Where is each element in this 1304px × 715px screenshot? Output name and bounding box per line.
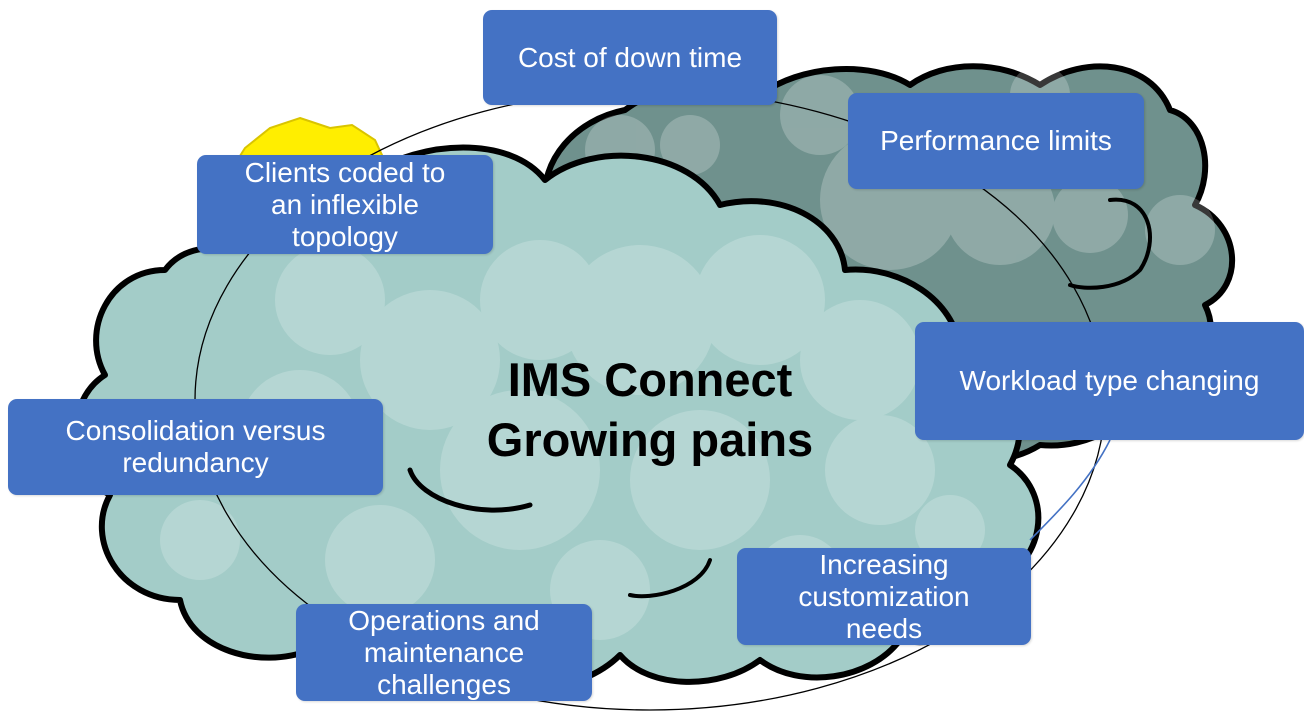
node-performance-limits: Performance limits [848, 93, 1144, 189]
node-operations-maintenance: Operations and maintenance challenges [296, 604, 592, 701]
node-consolidation-versus-redundancy: Consolidation versus redundancy [8, 399, 383, 495]
node-cost-of-down-time: Cost of down time [483, 10, 777, 105]
diagram-title: IMS Connect Growing pains [486, 353, 814, 466]
node-increasing-customization: Increasing customization needs [737, 548, 1031, 645]
node-workload-type-changing: Workload type changing [915, 322, 1304, 440]
node-clients-coded: Clients coded to an inflexible topology [197, 155, 493, 254]
